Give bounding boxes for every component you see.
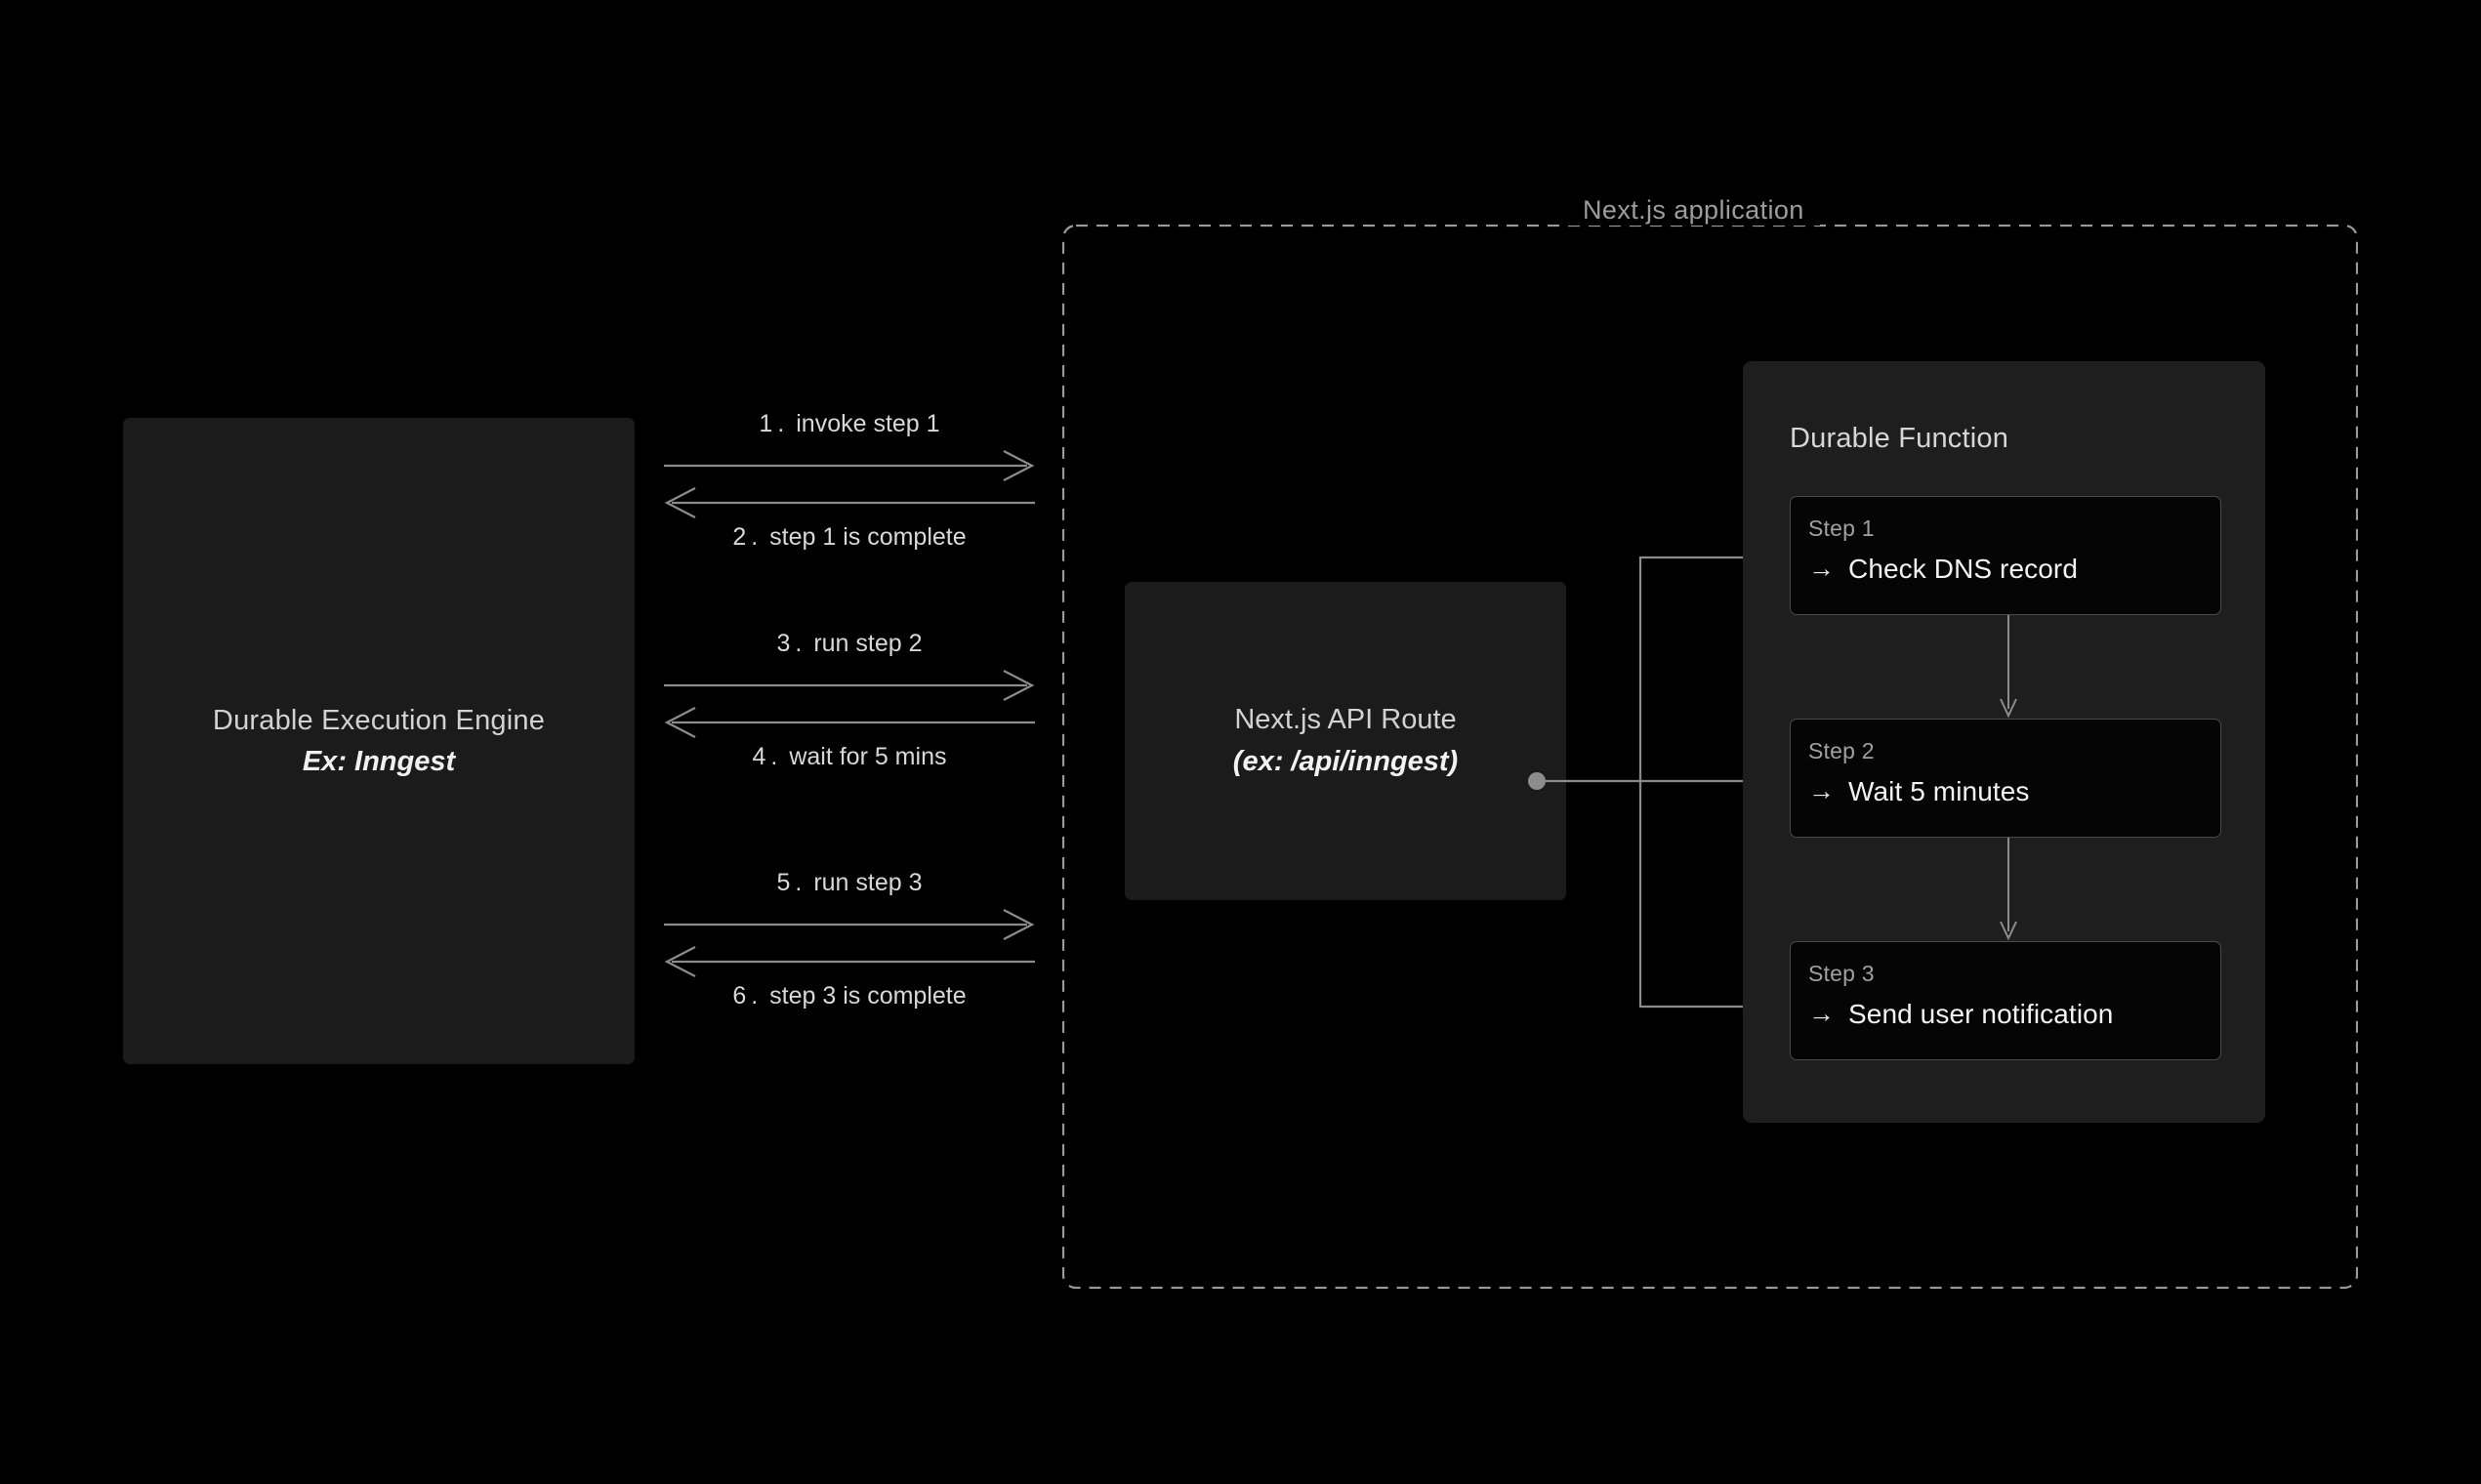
- sequence-text-3: run step 2: [813, 630, 923, 657]
- engine-title: Durable Execution Engine: [212, 704, 546, 736]
- arrow-line-right-3: [664, 670, 1035, 701]
- step-card-1[interactable]: Step 1 → Check DNS record: [1790, 496, 2221, 615]
- sequence-text-1: invoke step 1: [796, 410, 940, 437]
- arrow-line-left-4: [664, 707, 1035, 738]
- arrow-line-right-5: [664, 909, 1035, 940]
- sequence-number-2: 2.: [732, 523, 764, 551]
- step-card-2[interactable]: Step 2 → Wait 5 minutes: [1790, 719, 2221, 838]
- sequence-text-4: wait for 5 mins: [789, 743, 947, 770]
- sequence-label-6: 6. step 3 is complete: [664, 982, 1035, 1010]
- arrow-line-right-1: [664, 450, 1035, 481]
- engine-subtitle: Ex: Inngest: [302, 746, 456, 777]
- durable-execution-engine-box: Durable Execution Engine Ex: Inngest: [123, 418, 635, 1064]
- durable-function-title: Durable Function: [1790, 423, 2009, 454]
- step-connector-1-to-2: [1999, 615, 2018, 723]
- step-action-3: Send user notification: [1848, 998, 2114, 1029]
- step-label-3: Step 3: [1808, 961, 1875, 986]
- step-label-2: Step 2: [1808, 738, 1875, 763]
- step-card-3[interactable]: Step 3 → Send user notification: [1790, 941, 2221, 1060]
- sequence-text-2: step 1 is complete: [769, 523, 967, 551]
- step-body-2: → Wait 5 minutes: [1808, 776, 2220, 807]
- sequence-label-4: 4. wait for 5 mins: [664, 743, 1035, 771]
- nextjs-application-title: Next.js application: [1567, 195, 1820, 226]
- sequence-label-3: 3. run step 2: [664, 630, 1035, 658]
- sequence-number-4: 4.: [752, 743, 783, 770]
- sequence-number-5: 5.: [776, 869, 807, 896]
- nextjs-application-frame: [1062, 225, 2358, 1289]
- sequence-number-1: 1.: [759, 410, 790, 437]
- sequence-label-1: 1. invoke step 1: [664, 410, 1035, 438]
- api-route-subtitle: (ex: /api/inngest): [1232, 746, 1459, 777]
- durable-function-panel: Durable Function Step 1 → Check DNS reco…: [1743, 361, 2265, 1123]
- arrow-line-left-2: [664, 487, 1035, 518]
- sequence-label-5: 5. run step 3: [664, 869, 1035, 897]
- arrow-right-icon: →: [1808, 776, 1835, 806]
- sequence-number-6: 6.: [732, 982, 764, 1010]
- arrow-right-icon: →: [1808, 999, 1835, 1029]
- sequence-label-2: 2. step 1 is complete: [664, 523, 1035, 552]
- step-action-1: Check DNS record: [1848, 553, 2079, 584]
- api-route-title: Next.js API Route: [1234, 703, 1457, 735]
- sequence-number-3: 3.: [776, 630, 807, 657]
- arrow-right-icon: →: [1808, 554, 1835, 584]
- step-action-2: Wait 5 minutes: [1848, 775, 2030, 806]
- sequence-text-6: step 3 is complete: [769, 982, 967, 1010]
- sequence-text-5: run step 3: [813, 869, 923, 896]
- arrow-line-left-6: [664, 946, 1035, 977]
- step-connector-2-to-3: [1999, 838, 2018, 946]
- step-body-3: → Send user notification: [1808, 999, 2220, 1030]
- nextjs-api-route-box: Next.js API Route (ex: /api/inngest): [1125, 582, 1566, 900]
- step-label-1: Step 1: [1808, 515, 1875, 541]
- step-body-1: → Check DNS record: [1808, 554, 2220, 585]
